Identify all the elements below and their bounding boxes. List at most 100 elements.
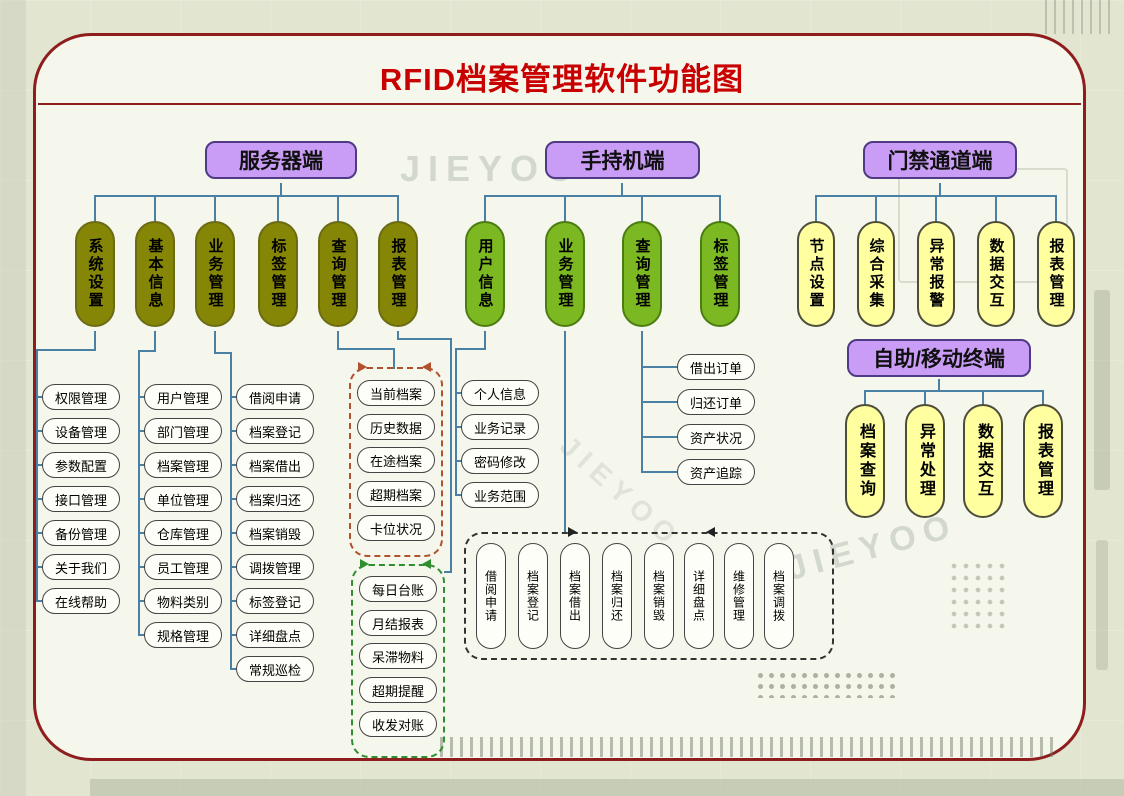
- module-system-settings: 系统设置: [75, 221, 115, 327]
- basic-info-item: 单位管理: [144, 486, 222, 512]
- circuit-decoration: [1094, 290, 1110, 490]
- title-divider: [38, 103, 1081, 105]
- connector-line: [1055, 195, 1057, 222]
- connector-line: [875, 195, 877, 222]
- connector-line: [484, 195, 486, 222]
- sys-setting-item: 关于我们: [42, 554, 120, 580]
- circuit-decoration: [1045, 0, 1115, 34]
- connector-line: [214, 331, 216, 354]
- hh-business-item: 档案登记: [518, 543, 548, 649]
- circuit-decoration: [755, 670, 900, 698]
- module-gate-collection: 综合采集: [857, 221, 895, 327]
- connector-line: [138, 350, 140, 636]
- basic-info-item: 用户管理: [144, 384, 222, 410]
- query-item: 当前档案: [357, 380, 435, 406]
- query-group-box: [349, 367, 443, 557]
- report-item: 收发对账: [359, 711, 437, 737]
- connector-line: [564, 195, 566, 222]
- connector-line: [214, 352, 232, 354]
- hh-business-item: 借阅申请: [476, 543, 506, 649]
- connector-line: [641, 195, 643, 222]
- report-item: 每日台账: [359, 576, 437, 602]
- connector-line: [36, 600, 44, 602]
- module-sm-archive-query: 档案查询: [845, 404, 885, 518]
- connector-line: [393, 348, 395, 369]
- sys-setting-item: 接口管理: [42, 486, 120, 512]
- connector-line: [484, 195, 721, 197]
- sys-setting-item: 设备管理: [42, 418, 120, 444]
- arrow-right-icon: [358, 362, 367, 372]
- hh-business-item: 档案归还: [602, 543, 632, 649]
- circuit-decoration: [1096, 540, 1108, 670]
- report-group-box: [351, 564, 445, 758]
- basic-info-item: 员工管理: [144, 554, 222, 580]
- connector-line: [138, 498, 146, 500]
- arrow-right-icon: [360, 559, 369, 569]
- connector-line: [230, 668, 238, 670]
- connector-line: [154, 331, 156, 352]
- hh-business-group-box: [464, 532, 834, 660]
- connector-line: [982, 390, 984, 405]
- connector-line: [719, 195, 721, 222]
- module-business-mgmt: 业务管理: [195, 221, 235, 327]
- basic-info-item: 规格管理: [144, 622, 222, 648]
- hh-business-item: 档案借出: [560, 543, 590, 649]
- connector-line: [939, 183, 941, 196]
- report-item: 月结报表: [359, 610, 437, 636]
- sys-setting-item: 备份管理: [42, 520, 120, 546]
- connector-line: [397, 338, 452, 340]
- connector-line: [138, 566, 146, 568]
- connector-line: [280, 183, 282, 196]
- arrow-left-icon: [422, 559, 431, 569]
- hh-query-item: 借出订单: [677, 354, 755, 380]
- query-item: 卡位状况: [357, 515, 435, 541]
- connector-line: [138, 532, 146, 534]
- hh-business-item: 档案调拨: [764, 543, 794, 649]
- connector-line: [337, 195, 339, 222]
- report-item: 超期提醒: [359, 677, 437, 703]
- hh-query-item: 归还订单: [677, 389, 755, 415]
- user-info-item: 业务范围: [461, 482, 539, 508]
- business-item: 档案归还: [236, 486, 314, 512]
- arrow-left-icon: [422, 362, 431, 372]
- node-self-mobile: 自助/移动终端: [847, 339, 1031, 377]
- connector-line: [138, 600, 146, 602]
- hh-business-item: 档案销毁: [644, 543, 674, 649]
- module-gate-node-settings: 节点设置: [797, 221, 835, 327]
- connector-line: [138, 464, 146, 466]
- module-gate-data-exchange: 数据交互: [977, 221, 1015, 327]
- connector-line: [230, 464, 238, 466]
- module-sm-report: 报表管理: [1023, 404, 1063, 518]
- hh-query-item: 资产状况: [677, 424, 755, 450]
- module-query-mgmt: 查询管理: [318, 221, 358, 327]
- connector-line: [455, 348, 486, 350]
- hh-query-item: 资产追踪: [677, 459, 755, 485]
- business-item: 标签登记: [236, 588, 314, 614]
- circuit-decoration: [90, 779, 1124, 796]
- user-info-item: 业务记录: [461, 414, 539, 440]
- user-info-item: 密码修改: [461, 448, 539, 474]
- module-hh-user-info: 用户信息: [465, 221, 505, 327]
- connector-line: [564, 331, 566, 533]
- connector-line: [230, 352, 232, 670]
- connector-line: [138, 396, 146, 398]
- business-item: 调拨管理: [236, 554, 314, 580]
- connector-line: [230, 532, 238, 534]
- module-basic-info: 基本信息: [135, 221, 175, 327]
- page-title: RFID档案管理软件功能图: [379, 62, 745, 97]
- connector-line: [36, 498, 44, 500]
- module-hh-query-mgmt: 查询管理: [622, 221, 662, 327]
- connector-line: [935, 195, 937, 222]
- connector-line: [621, 183, 623, 196]
- sys-setting-item: 在线帮助: [42, 588, 120, 614]
- circuit-decoration: [948, 560, 1008, 630]
- connector-line: [230, 600, 238, 602]
- connector-line: [450, 338, 452, 573]
- module-gate-report: 报表管理: [1037, 221, 1075, 327]
- connector-line: [337, 348, 395, 350]
- connector-line: [138, 350, 156, 352]
- module-hh-business-mgmt: 业务管理: [545, 221, 585, 327]
- connector-line: [138, 430, 146, 432]
- connector-line: [230, 498, 238, 500]
